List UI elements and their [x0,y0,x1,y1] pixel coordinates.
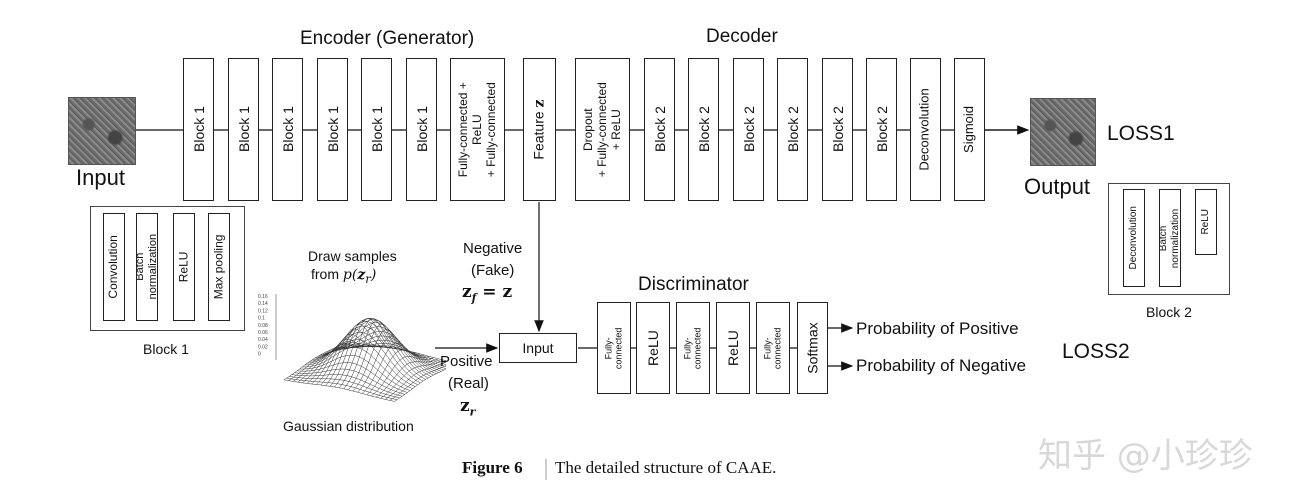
gaussian-tick-label: 0.06 [258,330,268,336]
block1-legend: Convolution Batch normalization ReLU Max… [90,206,245,331]
block2-deconvolution: Deconvolution [1123,189,1145,287]
figure-number: Figure 6 [462,458,523,477]
encoder-title: Encoder (Generator) [300,28,475,49]
disc-fc-1: Fully-connected [597,302,631,394]
block2-relu: ReLU [1195,189,1217,255]
disc-fc-3: Fully-connected [756,302,790,394]
surface-line [343,342,446,363]
surface-line [299,354,411,391]
deconvolution-block: Deconvolution [910,58,941,201]
gaussian-tick-label: 0.14 [258,301,268,307]
surface-line [286,377,398,400]
input-label: Input [76,165,125,190]
gaussian-tick-label: 0.12 [258,308,268,314]
disc-softmax: Softmax [797,302,828,394]
decoder-block-6: Block 2 [866,58,897,201]
negative-equation: zf = z [462,282,513,305]
block1-legend-caption: Block 1 [143,341,189,357]
prob-negative-label: Probability of Negative [856,356,1027,375]
encoder-block-4: Block 1 [317,58,348,201]
positive-label: Positive [440,353,493,370]
decoder-title: Decoder [706,26,778,47]
loss2-label: LOSS2 [1062,340,1130,363]
sigmoid-block: Sigmoid [954,58,985,201]
surface-line [283,379,395,402]
watermark: 知乎 @小珍珍 [1038,436,1253,476]
surface-line [325,326,437,375]
surface-line [348,323,411,391]
disc-relu-1: ReLU [636,302,670,394]
block1-batch-norm: Batch normalization [136,213,158,321]
decoder-block-3: Block 2 [733,58,764,201]
gaussian-tick-label: 0 [258,352,261,358]
surface-line [302,347,413,389]
disc-fc-2: Fully-connected [676,302,710,394]
gaussian-tick-label: 0.08 [258,323,268,329]
encoder-block-3: Block 1 [272,58,303,201]
input-image [68,97,136,165]
surface-line [346,341,446,361]
output-image [1030,98,1096,166]
block1-max-pooling: Max pooling [208,213,230,321]
surface-line [335,343,446,369]
block1-relu: ReLU [173,213,195,321]
loss1-label: LOSS1 [1107,122,1175,145]
discriminator-title: Discriminator [638,274,749,295]
real-label: (Real) [448,375,489,392]
decoder-block-5: Block 2 [822,58,853,201]
gaussian-label: Gaussian distribution [283,418,414,434]
prob-positive-label: Probability of Positive [856,319,1019,338]
gaussian-tick-label: 0.16 [258,294,268,300]
feature-block: Feature z [523,58,556,201]
gaussian-tick-label: 0.1 [258,316,265,322]
encoder-block-6: Block 1 [406,58,437,201]
figure-caption: The detailed structure of CAAE. [555,458,777,477]
gaussian-tick-label: 0.02 [258,344,268,350]
gaussian-tick-label: 0.04 [258,337,268,343]
surface-line [307,332,418,385]
disc-input-box: Input [499,333,577,363]
surface-line [322,322,434,376]
surface-line [338,345,446,367]
surface-line [294,368,405,395]
decoder-block-2: Block 2 [688,58,719,201]
negative-label: Negative [463,240,523,257]
surface-line [309,325,421,384]
surface-line [328,331,439,373]
encoder-fc-block: Fully-connected +ReLU+ Fully-connected [450,58,505,201]
surface-line [296,362,408,393]
encoder-block-5: Block 1 [361,58,392,201]
block2-batch-norm: Batch normalization [1159,189,1181,287]
draw-samples-line1: Draw samples [308,248,397,264]
surface-line [291,374,403,397]
block2-legend: Deconvolution Batch normalization ReLU [1108,183,1230,295]
output-label: Output [1024,174,1091,199]
fake-label: (Fake) [471,262,515,279]
block2-legend-caption: Block 2 [1146,304,1192,320]
draw-samples-line2: from p(zr) [311,266,377,286]
decoder-block-4: Block 2 [777,58,808,201]
decoder-dropout-block: Dropout+ Fully-connected+ ReLU [575,58,630,201]
encoder-block-1: Block 1 [183,58,214,201]
encoder-block-2: Block 1 [228,58,259,201]
block1-convolution: Convolution [103,213,125,321]
decoder-block-1: Block 2 [644,58,675,201]
gaussian-surface-plot: 0.160.140.12 0.10.080.060.040.02 0 [258,294,446,402]
positive-variable: zr [460,396,476,419]
surface-line [289,376,400,399]
disc-relu-2: ReLU [716,302,750,394]
